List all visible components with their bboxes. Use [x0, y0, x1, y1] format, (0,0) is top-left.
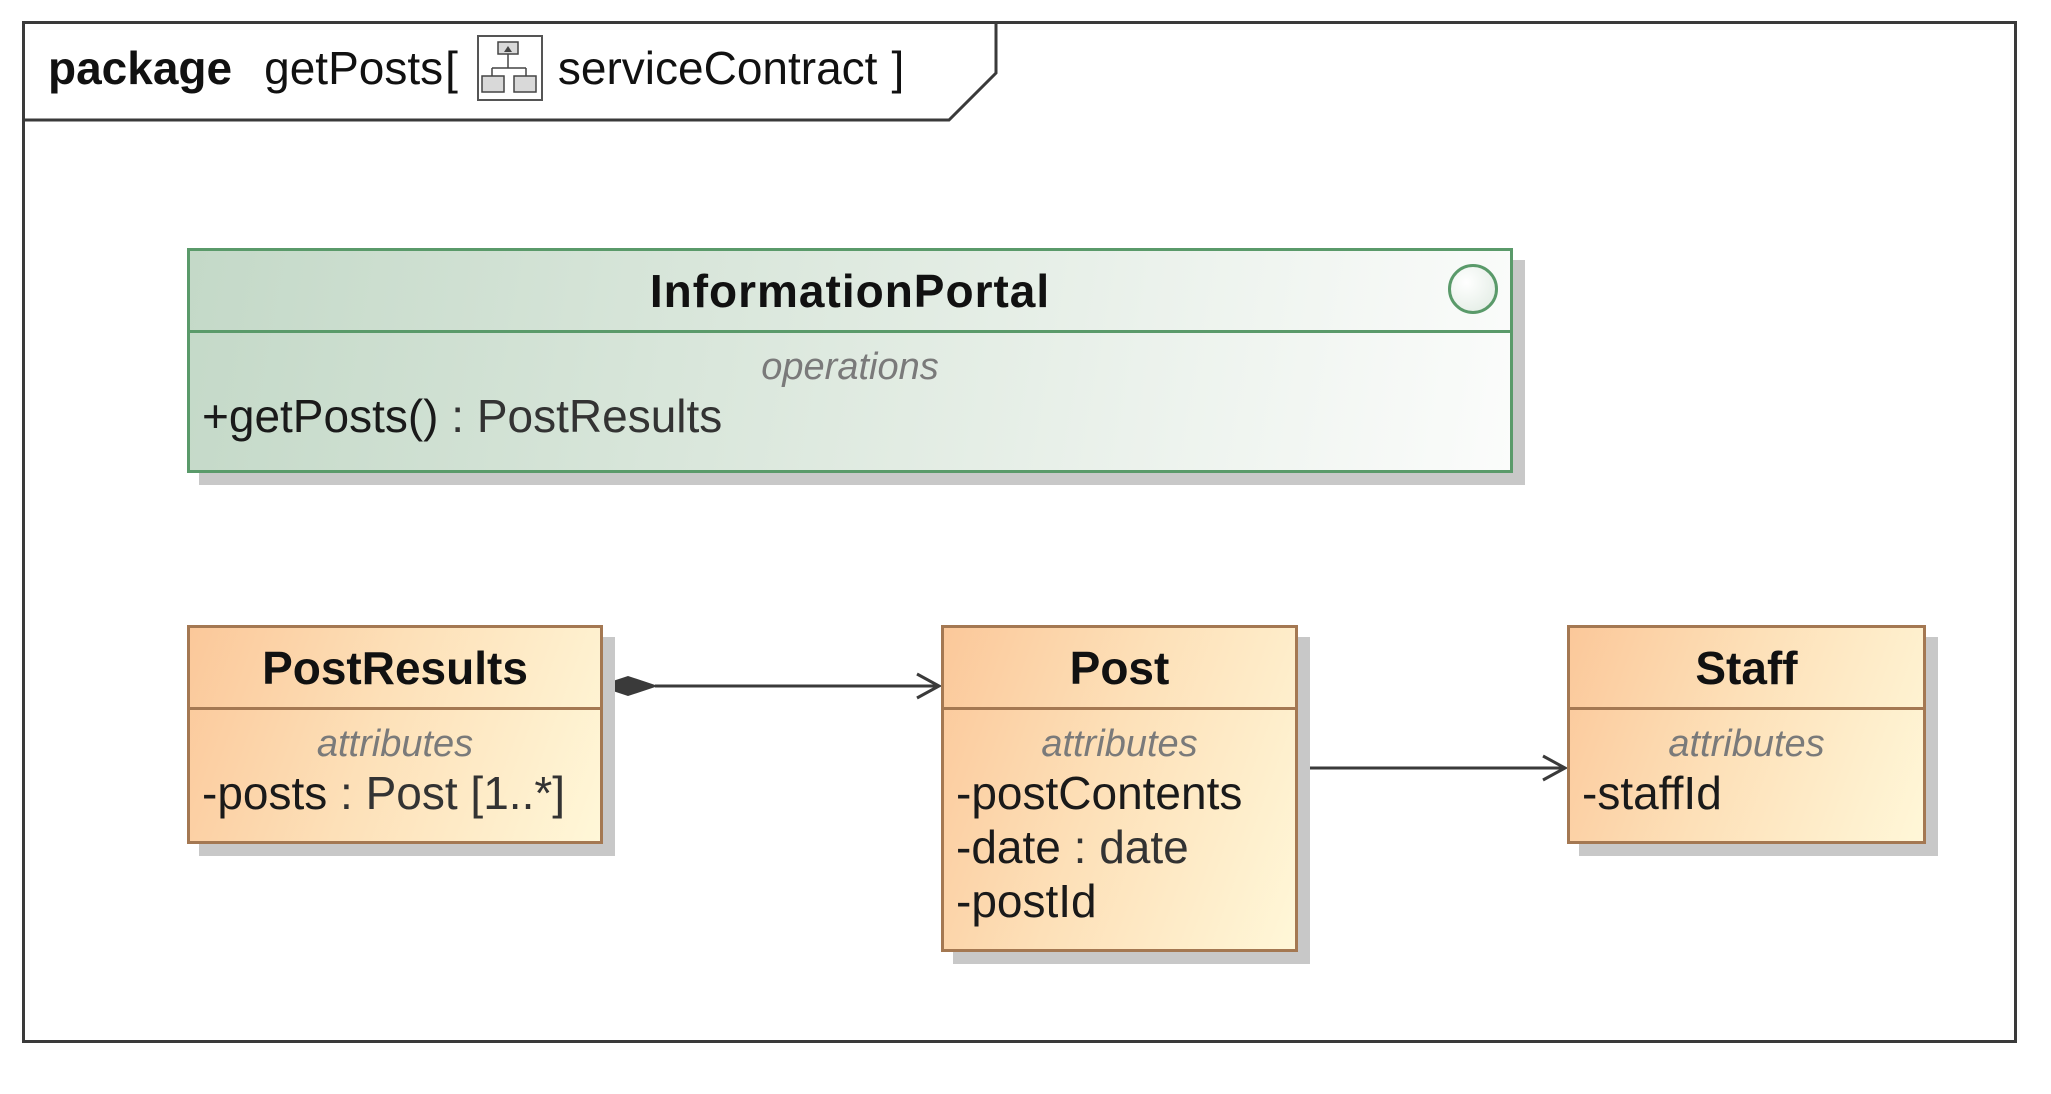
attributes-label: attributes	[316, 723, 474, 765]
attribute-sep: :	[1060, 821, 1100, 873]
package-diagram-icon	[476, 34, 544, 102]
interface-circle-icon	[1448, 264, 1498, 314]
association-post-staff[interactable]	[1298, 754, 1569, 782]
frame-bracket-close: ]	[891, 42, 905, 94]
frame-keyword: package	[48, 42, 233, 94]
attribute-name: -staffId	[1582, 767, 1722, 819]
interface-name: InformationPortal	[190, 251, 1510, 333]
operation-type: PostResults	[476, 390, 723, 442]
class-post[interactable]: Post attributes -postContents -date : da…	[941, 625, 1298, 952]
frame-bracket-open: [	[445, 42, 458, 94]
attribute-name: -postContents	[956, 767, 1243, 819]
attributes-label: attributes	[1668, 723, 1825, 765]
composition-postresults-post[interactable]	[597, 672, 943, 700]
attribute-type: date	[1099, 821, 1189, 873]
class-postresults[interactable]: PostResults attributes -posts : Post [1.…	[187, 625, 603, 844]
interface-informationportal[interactable]: InformationPortal operations +getPosts()…	[187, 248, 1513, 473]
attribute-posts[interactable]: -posts : Post [1..*]	[190, 766, 600, 820]
frame-name: getPosts	[264, 42, 444, 94]
attributes-label: attributes	[1041, 723, 1198, 765]
attribute-postid[interactable]: -postId	[944, 874, 1295, 928]
class-name: PostResults	[190, 628, 600, 710]
frame-tab	[22, 21, 998, 122]
attribute-name: -posts	[202, 767, 328, 819]
attribute-name: -date	[956, 821, 1061, 873]
operation-name: +getPosts()	[202, 390, 439, 442]
frame-diagram-type: serviceContract	[557, 42, 878, 94]
package-frame	[22, 21, 2017, 1043]
attribute-name: -postId	[956, 875, 1097, 927]
class-staff[interactable]: Staff attributes -staffId	[1567, 625, 1926, 844]
operations-label: operations	[761, 346, 939, 388]
frame-title: package getPosts [ serviceContract ]	[48, 35, 906, 101]
class-name: Staff	[1570, 628, 1923, 710]
operation-sep: :	[438, 390, 477, 442]
attribute-sep: :	[327, 767, 366, 819]
operation-getposts[interactable]: +getPosts() : PostResults	[190, 389, 1510, 443]
attribute-date[interactable]: -date : date	[944, 820, 1295, 874]
attribute-postcontents[interactable]: -postContents	[944, 766, 1295, 820]
class-name: Post	[944, 628, 1295, 710]
attribute-type: Post [1..*]	[365, 767, 566, 819]
attribute-staffid[interactable]: -staffId	[1570, 766, 1923, 820]
